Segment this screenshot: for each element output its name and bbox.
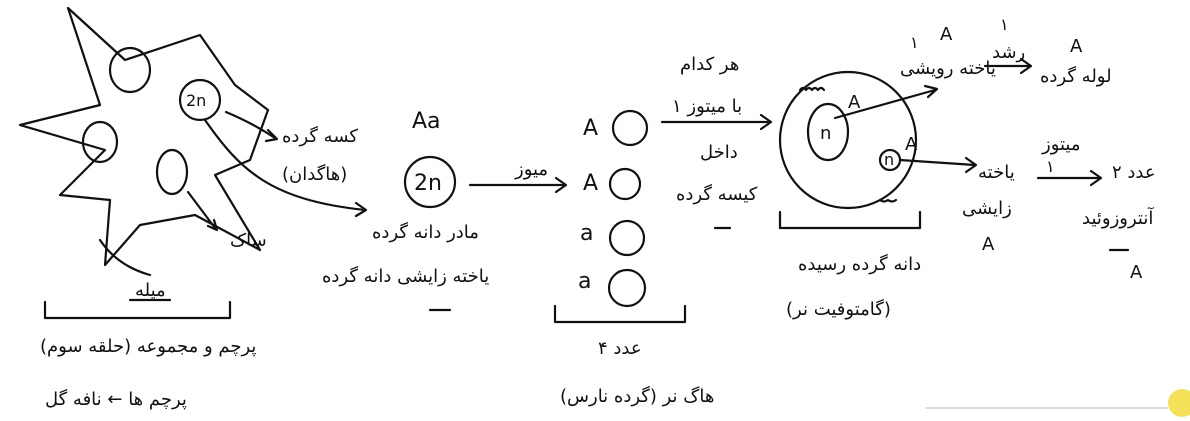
sperm-label: آنتروزوئید <box>1082 206 1154 229</box>
pollen-sac-3 <box>155 148 189 196</box>
meiosis-arrowhead <box>554 176 568 194</box>
spore-2 <box>608 167 642 201</box>
vegetative-allele: A <box>848 92 861 113</box>
pollen-sac-1 <box>108 46 152 94</box>
generative-nucleus-label: n <box>884 150 894 169</box>
cell-to-caption-arrowhead <box>354 201 368 218</box>
pollen-wall-texture-bottom <box>878 198 898 203</box>
filament-label: میله <box>135 280 166 301</box>
top-allele: A <box>940 24 953 45</box>
mother-cell-circle <box>178 78 222 122</box>
meiosis-label: میوز <box>514 159 548 180</box>
top-count: ۱ <box>910 33 919 52</box>
note-line-4: کیسه گرده <box>676 183 758 205</box>
pollen-grain <box>778 70 918 210</box>
final-stage-group: ۱ A یاخته رویشی ۱ رشد A لوله گرده یاخته … <box>900 15 1156 283</box>
spore-3 <box>608 219 646 257</box>
cell-to-caption-arrow <box>203 118 367 212</box>
spore-4 <box>607 268 647 308</box>
pollen-wall-texture-top <box>798 86 826 92</box>
stage1-bracket <box>43 300 232 320</box>
mother-cell-label: 2n <box>186 91 206 110</box>
generative-cell-line-1: یاخته <box>978 162 1015 183</box>
note-line-1: هر کدام <box>680 54 739 75</box>
pollen-mother-cell-label: 2n <box>414 171 442 196</box>
generative-allele-2: A <box>982 234 995 255</box>
nucellus-label-2: (هاگدان) <box>282 163 347 185</box>
note-line-2: ۱ با میتوز <box>672 96 742 117</box>
spore-1-allele: A <box>583 116 598 141</box>
vegetative-nucleus <box>806 102 850 162</box>
microspores-group: A A a a ۴ عدد هاگ نر (گرده نارس) هر کدام… <box>553 54 773 407</box>
nucellus-arrow <box>224 110 277 140</box>
growth-count: ۱ <box>1000 15 1009 34</box>
generative-cell-line-2: زایشی <box>962 198 1012 219</box>
spore-1 <box>611 109 649 147</box>
vegetative-nucleus-label: n <box>820 123 831 144</box>
to-vegetative-arrow <box>833 88 937 120</box>
stage1-caption-1: (حلقه سوم) پرچم و مجموعه <box>40 336 256 357</box>
pollen-tube-label: لوله گرده <box>1040 65 1112 87</box>
stage4-caption-1: دانه گرده رسیده <box>798 253 921 275</box>
sperm-count: ۲ عدد <box>1112 162 1156 183</box>
mother-cell-group: Aa 2n مادر دانه گرده یاخته زایشی دانه گر… <box>322 109 568 312</box>
note-line-3: داخل <box>700 142 738 163</box>
vegetative-cell-label: یاخته رویشی <box>900 58 996 79</box>
sperm-allele: A <box>1130 262 1143 283</box>
stalk-arrow <box>186 190 217 230</box>
stage3-bracket <box>553 304 687 324</box>
mitosis-arrowhead <box>759 113 773 131</box>
growth-arrowhead <box>1019 57 1033 75</box>
filament-arrow <box>98 238 152 277</box>
generative-allele: A <box>905 134 918 155</box>
mitosis-count: ۱ <box>1046 157 1055 176</box>
stage4-caption-2: (گامتوفیت نر) <box>786 298 891 320</box>
stage3-count: ۴ عدد <box>598 338 642 359</box>
stage2-caption-1: مادر دانه گرده <box>372 221 479 243</box>
to-generative-arrow <box>898 158 977 167</box>
anther-cell-group: 2n کسه گرده (هاگدان) ساک میله (حلقه سوم)… <box>18 6 368 410</box>
stage2-caption-2: یاخته زایشی دانه گرده <box>322 265 489 287</box>
growth-label: رشد <box>992 42 1025 63</box>
tube-allele: A <box>1070 36 1083 57</box>
pollen-mother-cell <box>403 155 457 209</box>
mitosis-label-2: میتوز <box>1041 134 1081 155</box>
stage1-caption-2: پرچم ها ← نافه گل <box>45 388 187 410</box>
anther-outline <box>18 6 270 267</box>
pollen-sac-2 <box>81 120 119 164</box>
stage3-caption: هاگ نر (گرده نارس) <box>560 385 714 407</box>
to-generative-arrowhead <box>964 156 978 174</box>
decorative-dot <box>1168 389 1190 417</box>
mitosis-arrowhead-2 <box>1089 169 1103 187</box>
spore-2-allele: A <box>583 171 598 196</box>
to-vegetative-arrowhead <box>923 84 939 99</box>
stalk-arrowhead <box>206 218 219 232</box>
mature-pollen-group: n A n A دانه گرده رسیده (گامتوفیت نر) <box>778 70 978 320</box>
mother-genotype: Aa <box>412 109 441 134</box>
spore-4-allele: a <box>578 269 591 294</box>
spore-3-allele: a <box>580 221 593 246</box>
nucellus-arrowhead <box>264 128 279 143</box>
nucellus-label: کسه گرده <box>282 125 358 147</box>
stage4-bracket <box>778 210 922 230</box>
stalk-label: ساک <box>230 230 267 251</box>
